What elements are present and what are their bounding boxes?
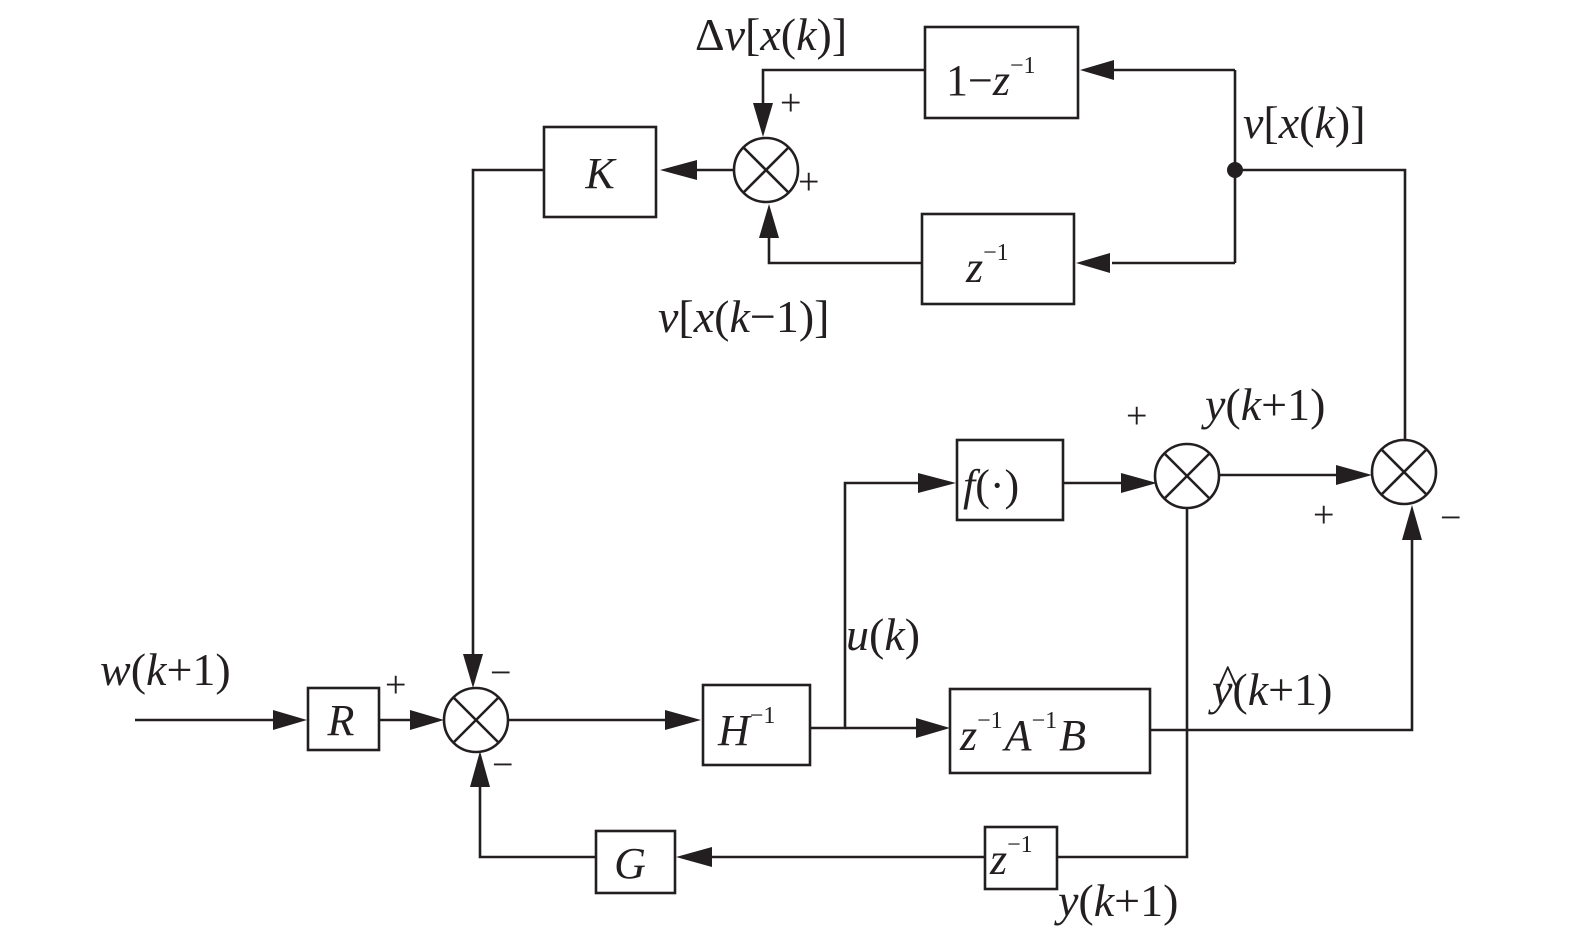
arrow-to-sum2-left (410, 710, 444, 730)
svg-text:H−1: H−1 (717, 703, 775, 755)
arrow-to-r (273, 710, 307, 730)
arrow-to-model (916, 718, 950, 738)
summing-junction-error (1370, 438, 1438, 506)
arrow-to-diff (1080, 60, 1114, 80)
arrow-to-delay-top (1076, 253, 1110, 273)
block-nonlinear-f: f(·) (955, 438, 1065, 522)
sign-control-bottom: − (492, 744, 513, 786)
svg-text:1−z−1: 1−z−1 (946, 53, 1036, 105)
svg-text:z−1: z−1 (965, 240, 1009, 292)
wire-g-to-sum2 (478, 785, 596, 859)
wire-y-to-delay-bottom (1057, 508, 1189, 859)
sign-error-right: − (1440, 497, 1461, 539)
arrow-to-g (676, 847, 712, 867)
summing-junction-control (442, 686, 510, 754)
block-reference-r: R (306, 686, 381, 752)
summing-junction-plant (1153, 442, 1221, 510)
arrow-to-sum3 (1121, 473, 1157, 493)
branch-point (1227, 162, 1243, 178)
arrow-to-f (918, 473, 956, 493)
arrow-to-sum2-top (463, 654, 483, 688)
label-w: w(k+1) (100, 644, 231, 695)
svg-text:K: K (584, 149, 617, 198)
block-inverse-h: H−1 (701, 683, 812, 767)
block-gain-k: K (542, 125, 658, 219)
svg-text:R: R (327, 696, 355, 745)
arrow-to-sum1-top (753, 103, 773, 137)
label-y-delayed: y(k+1) (1054, 875, 1178, 926)
arrow-to-sum4-left (1336, 465, 1372, 485)
block-delay-top: z−1 (920, 212, 1076, 306)
label-u-k: u(k) (846, 609, 920, 660)
summing-junction-feedback (732, 136, 800, 204)
arrow-to-sum4-bottom (1402, 505, 1422, 540)
label-y-plant: y(k+1) (1201, 379, 1325, 430)
block-difference: 1−z−1 (923, 25, 1080, 120)
label-yhat: y(k+1) (1208, 664, 1332, 715)
label-delta-v: Δv[x(k)] (695, 9, 847, 60)
sign-error-left: + (1313, 494, 1334, 536)
sign-plant-top: + (1126, 395, 1147, 437)
sign-control-top: − (490, 652, 511, 694)
svg-text:z−1A−1B: z−1A−1B (959, 708, 1086, 760)
arrow-to-hinv (665, 710, 701, 730)
signal-wires (135, 68, 1414, 859)
block-delay-bottom: z−1 (983, 825, 1059, 891)
block-gain-g: G (594, 829, 677, 895)
arrow-to-k (660, 160, 697, 180)
wire-k-to-sum2 (471, 168, 544, 655)
wire-u-main (810, 481, 920, 730)
wire-model-to-sum4 (1150, 538, 1414, 732)
label-yhat-caret: ^ (1216, 655, 1238, 706)
wire-delay-to-sum1 (767, 238, 922, 265)
svg-text:f(·): f(·) (963, 461, 1019, 510)
label-v-xk-minus-1: v[x(k−1)] (658, 291, 830, 342)
label-v-xk: v[x(k)] (1243, 97, 1366, 148)
arrow-to-sum2-bottom (470, 751, 490, 787)
arrow-to-sum1-bottom (759, 204, 779, 238)
arrowheads (273, 60, 1422, 867)
svg-text:z−1: z−1 (989, 832, 1033, 884)
wire-error-up (1235, 168, 1407, 442)
sign-feedback-right: + (798, 161, 819, 203)
sign-feedback-top: + (780, 82, 801, 124)
wire-diff-to-sum1 (761, 68, 925, 105)
block-model: z−1A−1B (948, 687, 1152, 775)
svg-text:G: G (614, 839, 646, 888)
sign-control-left: + (385, 664, 406, 706)
